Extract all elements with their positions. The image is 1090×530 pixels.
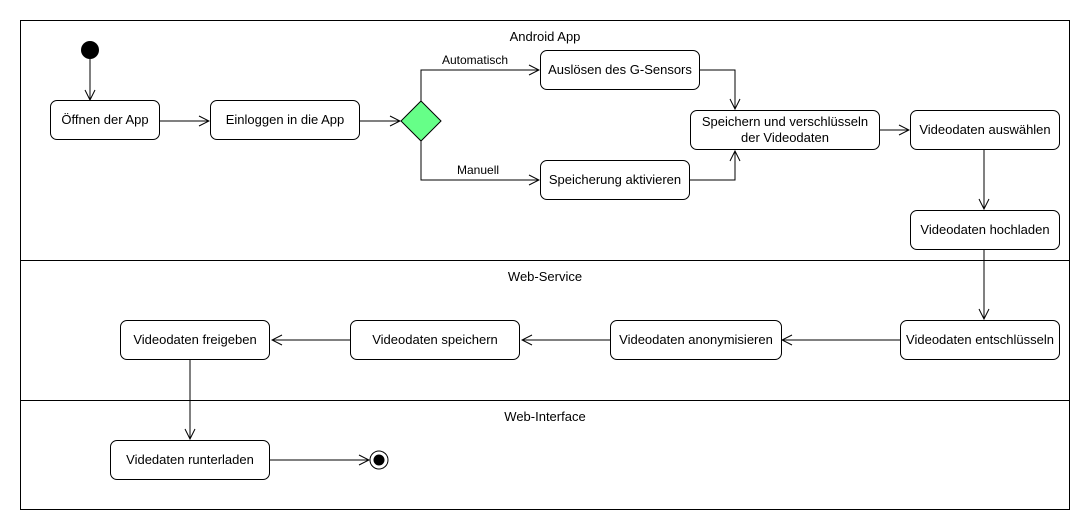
node-speichern-verschluesseln: Speichern und verschlüsseln der Videodat… [690,110,880,150]
edge-decision-to-speicherung [420,141,539,180]
node-oeffnen-der-app: Öffnen der App [50,100,160,140]
end-node-inner [373,454,385,466]
edge-label-manuell: Manuell [457,163,500,177]
node-videodaten-hochladen: Videodaten hochladen [910,210,1060,250]
decision-node [400,100,442,142]
edge-speicherung-to-speichern [690,151,735,181]
node-videodaten-freigeben: Videodaten freigeben [120,320,270,360]
lane-title-android-app: Android App [509,29,581,44]
edge-label-automatisch: Automatisch [442,53,509,67]
start-node [81,41,99,59]
node-videodaten-auswaehlen: Videodaten auswählen [910,110,1060,150]
edge-gsensor-to-speichern [700,69,735,109]
node-speicherung-aktivieren: Speicherung aktivieren [540,160,690,200]
lane-title-web-service: Web-Service [507,269,583,284]
node-einloggen: Einloggen in die App [210,100,360,140]
node-videodaten-speichern: Videodaten speichern [350,320,520,360]
node-g-sensor: Auslösen des G-Sensors [540,50,700,90]
lane-web-interface: Web-Interface [20,400,1070,510]
node-videdaten-runterladen: Videdaten runterladen [110,440,270,480]
node-videodaten-anonymisieren: Videodaten anonymisieren [610,320,782,360]
lane-title-web-interface: Web-Interface [504,409,586,424]
edge-decision-to-gsensor [420,70,539,101]
node-videodaten-entschluesseln: Videodaten entschlüsseln [900,320,1060,360]
